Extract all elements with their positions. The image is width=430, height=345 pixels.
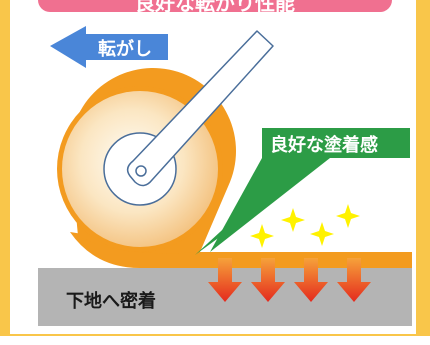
roller-handle xyxy=(126,30,274,187)
header-banner xyxy=(38,0,392,12)
frame-left-border xyxy=(0,0,10,345)
sparkle-icon xyxy=(250,224,274,248)
callout-box xyxy=(262,128,410,158)
pressure-arrows xyxy=(208,258,371,302)
frame-bottom-line xyxy=(0,334,430,336)
frame-right-border xyxy=(416,0,430,345)
left-arrow-icon xyxy=(50,26,168,68)
sparkle-icon xyxy=(281,208,305,232)
handle-pivot xyxy=(135,165,147,177)
surface-label: 下地へ密着 xyxy=(66,291,156,312)
callout-label: 良好な塗着感 xyxy=(270,135,378,156)
down-arrow-icon xyxy=(251,258,285,302)
down-arrow-icon xyxy=(294,258,328,302)
sparkle-icon xyxy=(310,222,334,246)
arrow-label: 転がし xyxy=(98,39,152,60)
down-arrow-icon xyxy=(208,258,242,302)
frame-bottom xyxy=(0,335,430,345)
sparkle-icons xyxy=(250,204,360,248)
header-title: 良好な転がり性能 xyxy=(135,0,295,15)
down-arrow-icon xyxy=(337,258,371,302)
callout-wedge xyxy=(210,158,330,252)
sparkle-icon xyxy=(336,204,360,228)
